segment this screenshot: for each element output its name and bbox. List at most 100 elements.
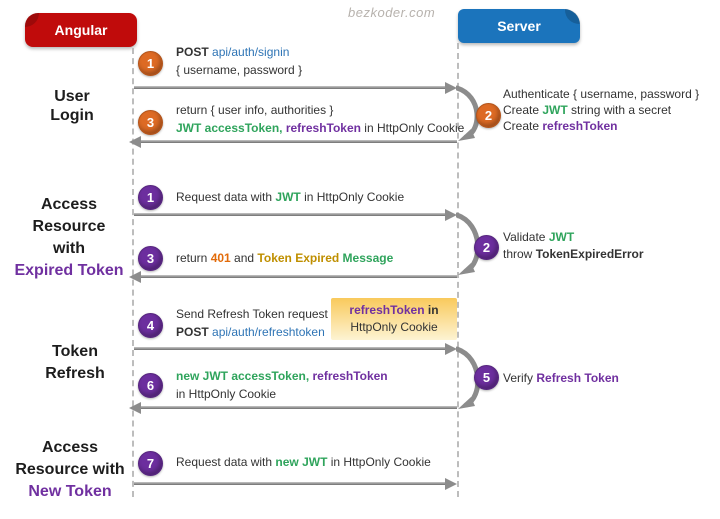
message-segment: and [230,251,258,265]
arrowhead-right-icon [445,343,457,355]
refresh-token-text: refreshToken [309,369,388,383]
arrow-return-401 [141,275,457,278]
message-request-data-jwt: Request data with JWT in HttpOnly Cookie [176,188,404,206]
new-jwt-text: new JWT [275,455,328,469]
arrowhead-right-icon [445,209,457,221]
step-badge-6-new-jwt: 6 [138,373,163,398]
arrow-refresh-response [141,406,457,409]
server-note-line: Create JWT string with a secret [503,102,699,118]
arrow-refresh-request [134,347,445,350]
label-line: Token [52,343,98,360]
message-line: Request data with new JWT in HttpOnly Co… [176,453,431,471]
message-line: Request data with JWT in HttpOnly Cookie [176,188,404,206]
label-line: Resource with [15,461,125,478]
label-line-new-token: New Token [28,483,112,500]
actor-server-label: Server [497,18,541,34]
label-line: User [54,88,90,105]
message-line: POST api/auth/signin [176,43,302,61]
watermark: bezkoder.com [348,5,436,20]
arrow-signin-response [141,140,457,143]
arrowhead-left-icon [129,271,141,283]
label-line-expired-token: Expired Token [14,262,124,279]
message-return-401: return 401 and Token Expired Message [176,249,393,267]
http-verb: POST [176,325,213,339]
step-badge-7-request-new: 7 [138,451,163,476]
label-line: Access [40,196,98,213]
server-note-line: Authenticate { username, password } [503,87,700,101]
step-badge-1-request-data: 1 [138,185,163,210]
server-note-line: throw TokenExpiredError [503,246,644,263]
status-401-text: 401 [210,251,231,265]
actor-angular-box: Angular [25,13,137,47]
refresh-token-text: refreshToken [282,121,361,135]
note-segment: throw [503,247,536,261]
label-line: Resource [32,218,106,235]
refresh-token-text: refreshToken [542,119,618,133]
message-segment: Request data with [176,455,276,469]
arrowhead-right-icon [445,478,457,490]
note-line: refreshToken in [331,302,457,319]
arrowhead-left-icon [129,136,141,148]
message-segment: return [176,251,211,265]
note-segment: in [424,303,439,317]
note-segment: Create [503,119,543,133]
token-expired-text: Token Expired [257,251,340,265]
arrowhead-left-icon [129,402,141,414]
message-segment: in HttpOnly Cookie [327,455,431,469]
message-post-signin: POST api/auth/signin { username, passwor… [176,43,302,79]
server-lifeline [457,43,459,497]
note-refreshtoken-cookie: refreshToken in HttpOnly Cookie [331,298,457,340]
note-segment: string with a secret [567,103,672,117]
server-note-verify-refresh-token: Verify Refresh Token [503,370,619,386]
message-line: { username, password } [176,63,303,77]
label-line: Access [41,439,99,456]
step-badge-2-validate: 2 [474,235,499,260]
label-line: Login [50,107,94,124]
note-segment: Verify [503,371,537,385]
message-segment: Request data with [176,190,276,204]
message-line: JWT accessToken, refreshToken in HttpOnl… [176,119,464,137]
message-line: in HttpOnly Cookie [176,387,277,401]
section-label-token-refresh: Token Refresh [12,341,138,385]
server-note-authenticate: Authenticate { username, password } Crea… [503,86,699,134]
section-label-new-token: Access Resource with New Token [4,437,136,503]
server-note-line: Create refreshToken [503,118,699,134]
arrow-request-data [134,213,445,216]
jwt-token-text: JWT [548,230,575,244]
message-line: POST api/auth/refreshtoken [176,323,328,341]
section-label-expired-token: Access Resource with Expired Token [4,194,134,282]
message-text: Message [339,251,394,265]
api-endpoint: api/auth/signin [212,45,290,59]
label-line: Refresh [45,365,105,382]
arrow-signin-request [134,86,445,89]
step-badge-3-return-401: 3 [138,246,163,271]
note-segment: Create [503,103,543,117]
server-note-validate-jwt: Validate JWT throw TokenExpiredError [503,229,644,263]
jwt-token-text: JWT accessToken, [176,121,283,135]
step-badge-1-signin: 1 [138,51,163,76]
arrow-request-new-jwt [134,482,445,485]
message-signin-response: return { user info, authorities } JWT ac… [176,101,464,137]
step-badge-4-send-refresh: 4 [138,313,163,338]
arrowhead-right-icon [445,82,457,94]
step-badge-5-verify: 5 [474,365,499,390]
step-badge-3-signin-response: 3 [138,110,163,135]
note-line: HttpOnly Cookie [350,320,438,334]
section-label-user-login: User Login [8,87,136,125]
actor-angular-label: Angular [54,22,108,38]
refresh-token-text: refreshToken [349,303,425,317]
message-segment: in HttpOnly Cookie [300,190,405,204]
server-note-line: Validate JWT [503,229,644,246]
message-segment: in HttpOnly Cookie [360,121,465,135]
message-line: return 401 and Token Expired Message [176,249,393,267]
label-line: with [53,240,85,257]
actor-server-box: Server [458,9,580,43]
note-segment: Validate [503,230,549,244]
http-verb: POST [176,45,213,59]
message-line: Send Refresh Token request [176,307,328,321]
message-line: return { user info, authorities } [176,103,334,117]
server-note-line: Verify Refresh Token [503,370,619,386]
message-new-jwt: new JWT accessToken, refreshToken in Htt… [176,367,388,403]
message-line: new JWT accessToken, refreshToken [176,367,388,385]
